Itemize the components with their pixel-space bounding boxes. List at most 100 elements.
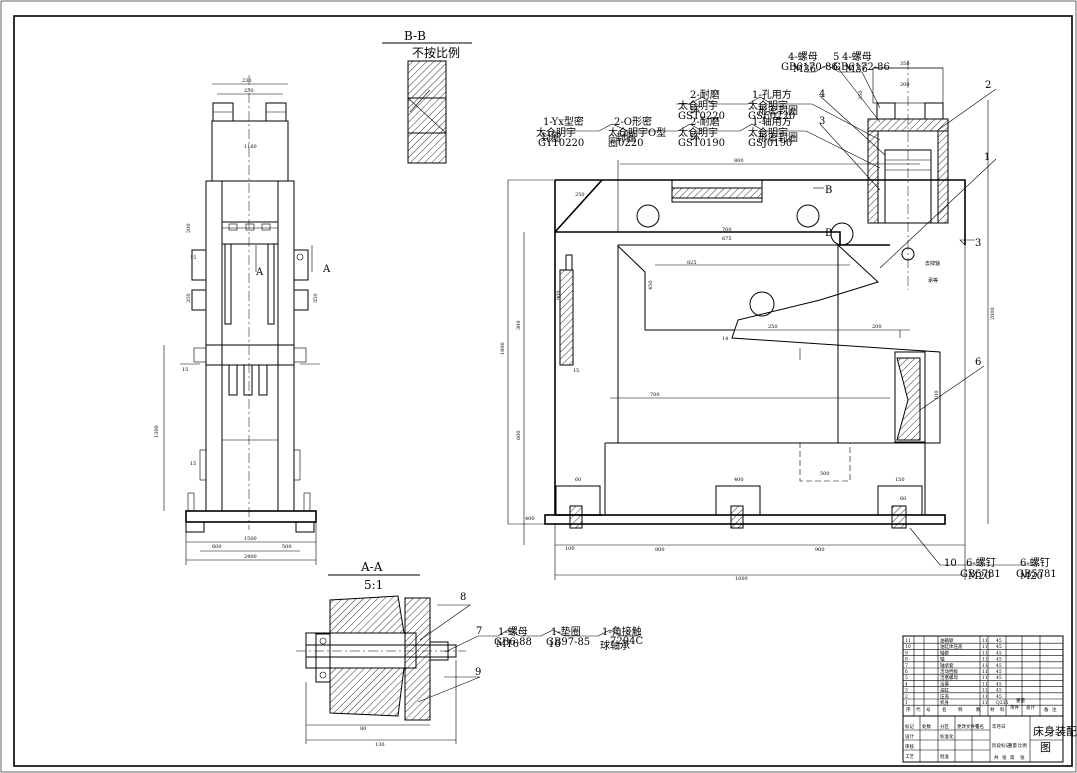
side-dim-15: 200 bbox=[872, 324, 882, 330]
bom-cell: 轴 bbox=[940, 656, 945, 663]
callout-washer-extra: 16 bbox=[548, 639, 561, 650]
callout-o-seal-name: 2-O形密 bbox=[614, 115, 652, 128]
section-mark-b-bottom: B bbox=[825, 228, 832, 239]
front-dim-3: 1160 bbox=[244, 144, 257, 150]
balloon-8: 8 bbox=[460, 592, 466, 603]
callout-wear-b-extra: 环 bbox=[690, 133, 700, 144]
callout-nut-c-name: 1-螺母 bbox=[498, 626, 528, 638]
balloon-2: 2 bbox=[985, 80, 991, 91]
balloon-5: 5 bbox=[833, 52, 839, 63]
front-dim-2: 230 bbox=[244, 88, 254, 94]
bom-cell: 11 bbox=[982, 700, 988, 706]
tb-cell-12: 工艺 bbox=[905, 754, 914, 760]
bom-cell: 45 bbox=[996, 663, 1002, 669]
balloon-7: 7 bbox=[476, 626, 482, 637]
tb-cell-9: 重量 bbox=[1008, 742, 1017, 749]
bom-cell: 45 bbox=[996, 688, 1002, 694]
bom-header: 序 代 号 名 称 数 材 料 单件 总计 备 注 重量 bbox=[906, 697, 1057, 713]
bom-cell: 1 bbox=[905, 700, 908, 706]
side-dim-20: 100 bbox=[934, 390, 940, 400]
bom-header-2: 号 bbox=[926, 707, 931, 713]
bom-cell: 11 bbox=[982, 663, 988, 669]
callout-hole-seal-name: 1-孔用方 bbox=[752, 88, 792, 101]
callout-nut-b-line2: GB6172-86 bbox=[833, 62, 890, 73]
callout-wear-b-line2: 太仓明宇 bbox=[678, 126, 718, 139]
bom-header-9: 总计 bbox=[1026, 704, 1035, 711]
tb-cell-8: 阶段标记 bbox=[992, 742, 1010, 749]
bom-cell: 45 bbox=[996, 675, 1002, 681]
bom-cell: 11 bbox=[982, 669, 988, 675]
callout-nut-b-extra: M36 bbox=[845, 64, 868, 75]
front-dim-10: 15 bbox=[190, 461, 196, 467]
tb-cell-5: 年月日 bbox=[992, 723, 1006, 730]
callout-nut-a-extra: M36 bbox=[793, 64, 816, 75]
tb-cell-1: 处数 bbox=[922, 723, 931, 730]
bom-header-10: 备 bbox=[1044, 706, 1049, 713]
callout-screw-a-name: 6-螺钉 bbox=[966, 557, 996, 569]
callout-wear-a-name: 2-耐磨 bbox=[690, 88, 720, 101]
side-dim-27: 350 bbox=[900, 61, 910, 67]
callout-shaft-seal-line3: GSJ0190 bbox=[748, 138, 792, 149]
callout-wear-a-extra: 环 bbox=[690, 106, 700, 117]
foot-middle bbox=[715, 485, 761, 529]
bom-header-7: 料 bbox=[1000, 706, 1005, 713]
callout-screw-b-extra: M20 bbox=[1020, 571, 1043, 582]
callout-screw-a-extra: M20 bbox=[968, 571, 991, 582]
callout-washer-name: 1-垫圈 bbox=[551, 625, 581, 638]
bom-cell: 轴套 bbox=[940, 649, 949, 656]
callouts: 1-Yx型密 太仓明宇 GY10220 封圈 2-O形密 太仓明宇O型 圈022… bbox=[494, 51, 1057, 652]
section-mark-b-top: B bbox=[825, 185, 832, 196]
title-drawing-name: 床身装配 bbox=[1033, 724, 1077, 738]
callout-o-seal-extra: 封圈 bbox=[616, 131, 636, 144]
section-bb: B-B 不按比例 bbox=[382, 29, 472, 164]
bom-cell: 3 bbox=[905, 688, 908, 694]
callout-yx-seal-extra: 封圈 bbox=[541, 131, 561, 144]
bom-cell: 45 bbox=[996, 638, 1002, 644]
section-bb-scale: 不按比例 bbox=[412, 46, 460, 60]
side-dim-10: 900 bbox=[556, 290, 562, 300]
bom-cell: 11 bbox=[982, 644, 988, 650]
callout-bearing-extra: 7204C bbox=[610, 636, 643, 647]
detail-dim-1: 80 bbox=[360, 726, 366, 732]
callout-hole-seal-extra: 形密封圈 bbox=[758, 104, 798, 117]
side-dim-9: 700 bbox=[650, 392, 660, 398]
bom-cell: 2 bbox=[905, 694, 908, 700]
bom-header-11: 注 bbox=[1052, 706, 1057, 713]
tb-cell-3: 更改文件号 bbox=[957, 723, 980, 730]
foot-right bbox=[877, 485, 923, 529]
bom-cell: 11 bbox=[982, 681, 988, 687]
section-bb-label: B-B bbox=[404, 29, 426, 43]
callout-wear-a-line2: 太仓明宇 bbox=[678, 99, 718, 112]
section-aa-scale: 5:1 bbox=[364, 578, 383, 592]
side-dim-30: 350 bbox=[858, 90, 864, 100]
bom-header-0: 序 bbox=[906, 706, 911, 713]
bom-cell: 11 bbox=[982, 638, 988, 644]
callout-screw-b-line2: GB5781 bbox=[1016, 569, 1057, 580]
bom-cell: 10 bbox=[905, 644, 911, 650]
tb-cell-15: 张 bbox=[1002, 754, 1007, 761]
callout-washer-line2: GB97-85 bbox=[546, 637, 590, 648]
side-dim-3: 800 bbox=[655, 547, 665, 553]
title-block-cells: 标记 处数 分区 更改文件号 签名 年月日 设计 标准化 阶段标记 重量 比例 … bbox=[905, 723, 1027, 761]
side-dim-17: 250 bbox=[575, 192, 585, 198]
bom-header-3: 名 bbox=[942, 706, 947, 713]
balloon-1: 1 bbox=[984, 152, 990, 163]
callout-hole-seal-line2: 太仓明宇 bbox=[748, 99, 788, 112]
tb-cell-0: 标记 bbox=[905, 723, 914, 730]
side-dim-7: 700 bbox=[722, 227, 732, 233]
callout-wear-a-line3: GST0220 bbox=[678, 111, 725, 122]
callout-screw-a-line2: GB5781 bbox=[960, 569, 1001, 580]
section-aa: A-A 5:1 80 130 bbox=[296, 560, 466, 748]
callout-o-seal-line2: 太仓明宇O型 bbox=[608, 126, 666, 139]
side-dim-14: 250 bbox=[768, 324, 778, 330]
bom-cell: 活塞螺母 bbox=[940, 674, 958, 681]
tb-cell-17: 张 bbox=[1020, 754, 1025, 761]
tb-cell-11: 审核 bbox=[905, 743, 914, 750]
side-dim-25: 400 bbox=[734, 477, 744, 483]
hydraulic-cylinder bbox=[867, 60, 949, 290]
bom-header-5: 数 bbox=[976, 706, 981, 713]
side-dim-12: 825 bbox=[687, 260, 697, 266]
front-dim-6: 1500 bbox=[244, 536, 257, 542]
note-remove-shaft: 去掉轴 bbox=[925, 260, 940, 267]
